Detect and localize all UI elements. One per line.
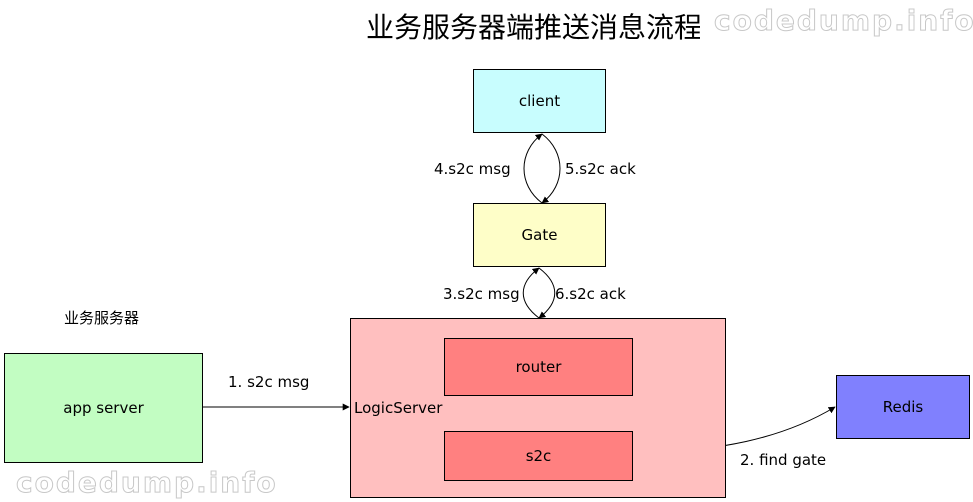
edge-client-to-gate xyxy=(541,133,561,204)
router-label: router xyxy=(515,358,562,376)
edge-logic-to-gate xyxy=(522,267,540,319)
edge-label-step2: 2. find gate xyxy=(740,451,827,469)
router-node: router xyxy=(444,338,633,396)
gate-label: Gate xyxy=(521,226,558,244)
edge-gate-to-logic xyxy=(538,267,556,319)
edge-gate-to-client xyxy=(523,133,543,204)
edge-label-step3: 3.s2c msg xyxy=(443,285,520,303)
edge-label-step5: 5.s2c ack xyxy=(565,160,636,178)
edge-label-step4: 4.s2c msg xyxy=(434,160,511,178)
redis-node: Redis xyxy=(836,375,970,439)
redis-label: Redis xyxy=(882,398,924,416)
s2c-label: s2c xyxy=(525,447,552,465)
edge-label-step1: 1. s2c msg xyxy=(228,373,310,391)
app-server-node: app server xyxy=(4,353,203,463)
s2c-node: s2c xyxy=(444,431,633,481)
app-server-label: app server xyxy=(63,399,144,417)
edge-label-step6: 6.s2c ack xyxy=(555,285,626,303)
group-label: 业务服务器 xyxy=(64,309,140,327)
watermark-bottom: codedump.info xyxy=(16,466,278,500)
diagram-title: 业务服务器端推送消息流程 xyxy=(366,11,703,44)
logic-server-label: LogicServer xyxy=(354,399,443,417)
client-node: client xyxy=(473,69,606,133)
gate-node: Gate xyxy=(473,203,606,267)
client-label: client xyxy=(518,92,561,110)
watermark-top: codedump.info xyxy=(700,2,973,41)
